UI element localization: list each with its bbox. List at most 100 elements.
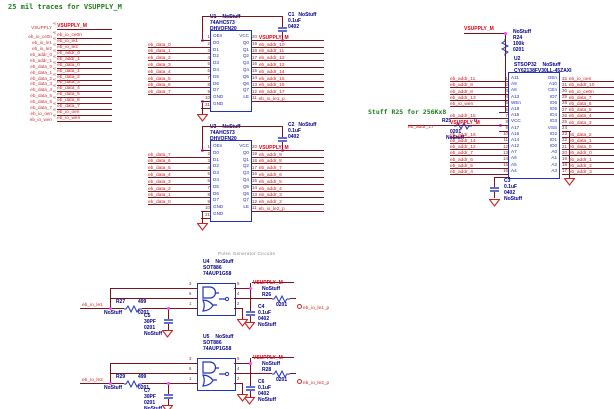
schematic-port[interactable]: eb_data_7 eb_data_7 bbox=[8, 104, 112, 110]
pin-number: 19 bbox=[562, 156, 567, 162]
pin-number: 3 bbox=[207, 157, 210, 163]
pin-name: A3 bbox=[551, 167, 557, 173]
u1-pin-row: 20 VSUPPLY_M bbox=[252, 34, 324, 41]
net-label: eb_io_le2 bbox=[57, 45, 78, 51]
r27-value: 499 bbox=[138, 299, 147, 305]
net-label: eb_io_wen bbox=[450, 101, 474, 107]
pin-number: 9 bbox=[207, 198, 210, 204]
net-label: eb_addr_1 bbox=[57, 56, 81, 62]
net-label: eb_addr_4 bbox=[450, 170, 473, 175]
u4-package: SOT886 bbox=[203, 265, 222, 271]
schematic-port[interactable]: eb_data_3 eb_data_3 bbox=[8, 80, 112, 87]
schematic-port[interactable]: eb_io_wen eb_io_wen bbox=[8, 116, 112, 122]
net-label: eb_data_6 bbox=[148, 83, 171, 89]
net-label: eb_data_3 bbox=[568, 120, 592, 126]
net-label: VSUPPLY_M bbox=[258, 34, 289, 41]
pin-number: 1 bbox=[189, 301, 192, 306]
schematic-port[interactable]: eb_data_4 eb_data_4 bbox=[8, 86, 112, 93]
schematic-port[interactable]: eb_io_le2 eb_io_le2 bbox=[8, 45, 112, 52]
output-port[interactable]: eb_io_le1_p bbox=[297, 304, 607, 311]
gnd-symbol bbox=[564, 178, 575, 186]
pin-number: 31 bbox=[562, 81, 567, 87]
schematic-port[interactable]: eb_data_0 eb_data_0 bbox=[8, 63, 112, 69]
pin-number: 11 bbox=[252, 205, 257, 211]
wire bbox=[252, 60, 324, 62]
schematic-port[interactable]: eb_io_le1 eb_io_le1 bbox=[8, 39, 112, 46]
wire bbox=[282, 16, 283, 22]
pin-number: 4 bbox=[505, 94, 508, 100]
pin-name: D7 bbox=[213, 197, 219, 203]
wire bbox=[450, 99, 508, 101]
schematic-port[interactable]: eb_data_2 eb_data_2 bbox=[8, 75, 112, 81]
pin-name: A6 bbox=[511, 155, 517, 161]
net-label: eb_data_5 bbox=[57, 92, 80, 98]
wire bbox=[234, 288, 250, 289]
u4-gate-symbol[interactable] bbox=[197, 283, 236, 316]
output-port[interactable]: eb_io_le2_p bbox=[297, 379, 607, 386]
pin-name: D5 bbox=[213, 73, 219, 79]
net-label: eb_data_6 bbox=[57, 98, 80, 104]
r25-stuff-flag: NoStuff bbox=[446, 135, 465, 141]
schematic-port[interactable]: eb_data_1 eb_data_1 bbox=[8, 69, 112, 75]
schematic-port[interactable]: eb_io_oen eb_io_oen bbox=[8, 110, 112, 116]
u2-pin-row: 28 eb_data_6 bbox=[562, 101, 614, 107]
net-label: eb_data_7 bbox=[568, 95, 592, 101]
u3-part-number: 74AHC573 bbox=[210, 130, 235, 136]
wire bbox=[110, 298, 197, 299]
u2-pin-row: eb_addr_15 7 bbox=[450, 113, 508, 120]
schematic-port[interactable]: eb_data_5 eb_data_5 bbox=[8, 92, 112, 99]
net-label: eb_data_1 bbox=[568, 139, 592, 145]
pin-number: 19 bbox=[252, 151, 257, 156]
pin-name: A11 bbox=[511, 75, 519, 80]
pin-number: 12 bbox=[252, 198, 257, 204]
r26-stuff-flag: NoStuff bbox=[262, 286, 281, 292]
c7-capacitor[interactable] bbox=[163, 388, 173, 405]
net-label: eb_data_0 bbox=[568, 145, 592, 151]
pin-name: Q2 bbox=[242, 163, 249, 169]
r24-resistor[interactable] bbox=[501, 39, 510, 56]
wire bbox=[562, 87, 614, 89]
wire bbox=[450, 161, 508, 163]
pin-name: D2 bbox=[213, 163, 219, 169]
u2-refdes: U2 bbox=[514, 56, 521, 62]
u2-pin-row: eb_addr_8 3 bbox=[450, 88, 508, 95]
pin-name: LE bbox=[243, 204, 249, 210]
u5-gate-symbol[interactable] bbox=[197, 358, 236, 391]
wire bbox=[252, 94, 324, 96]
r27-package: 0201 bbox=[138, 310, 150, 316]
port-name: eb_data_2 bbox=[30, 75, 52, 81]
net-label: eb_addr_0 bbox=[57, 50, 81, 56]
pin-name: D3 bbox=[213, 170, 219, 176]
r29-refdes: R29 bbox=[116, 374, 126, 380]
net-label: eb_addr_15 bbox=[258, 76, 285, 82]
wire bbox=[562, 81, 614, 83]
pin-name: IO6 bbox=[549, 99, 557, 105]
schematic-port[interactable]: VSUPPLY VSUPPLY_M bbox=[8, 23, 112, 30]
u3-stuff-flag: NoStuff bbox=[222, 124, 241, 130]
net-label-output: eb_io_le2_p bbox=[303, 381, 330, 386]
pin-name: D6 bbox=[213, 80, 219, 86]
net-label: eb_data_5 bbox=[148, 76, 171, 82]
pin-number: 16 bbox=[252, 61, 257, 67]
c3-capacitor[interactable] bbox=[490, 181, 499, 198]
schematic-port[interactable]: eb_addr_1 eb_addr_1 bbox=[8, 57, 112, 63]
pin-name: A2 bbox=[551, 161, 557, 167]
schematic-port[interactable]: eb_io_ce0n eb_io_ce0n bbox=[8, 33, 112, 40]
pin-number: 3 bbox=[189, 356, 192, 361]
net-label: eb_data_6 bbox=[568, 101, 592, 107]
wire bbox=[201, 107, 210, 109]
pin-name: Q6 bbox=[242, 80, 249, 86]
pin-number: 11 bbox=[503, 137, 508, 143]
schematic-port[interactable]: eb_data_6 eb_data_6 bbox=[8, 98, 112, 105]
schematic-port[interactable]: eb_addr_0 eb_addr_0 bbox=[8, 51, 112, 57]
u3-pin-row: 15 eb_addr_5 bbox=[252, 178, 324, 185]
